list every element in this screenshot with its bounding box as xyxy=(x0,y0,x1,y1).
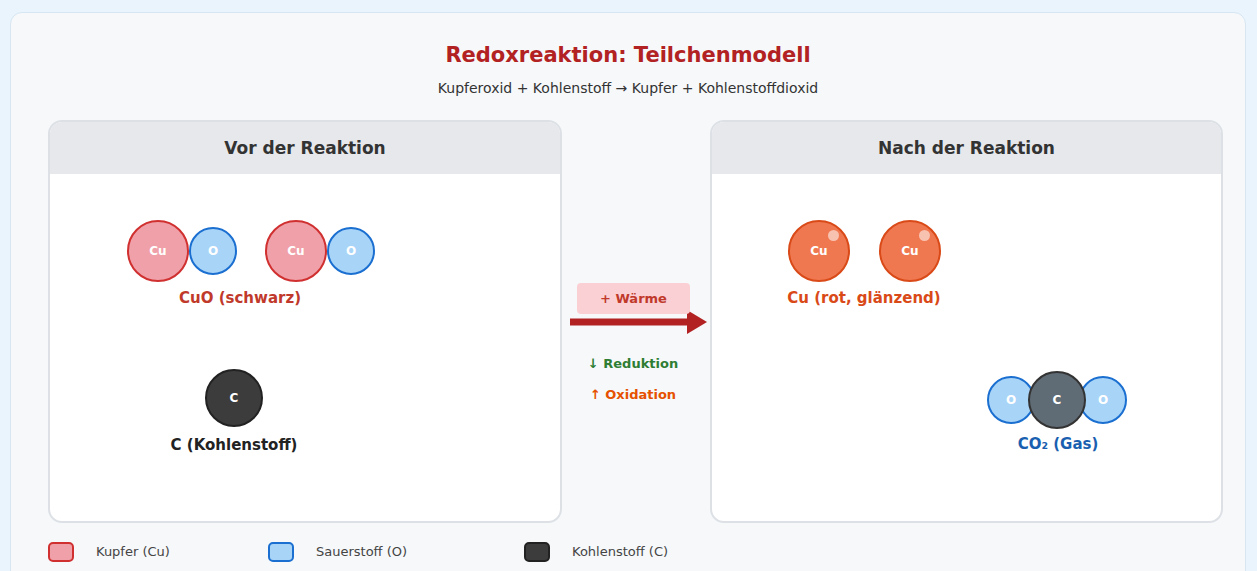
legend-swatch xyxy=(48,542,74,562)
panel-header: Vor der Reaktion xyxy=(50,122,560,174)
atom-circle: Cu xyxy=(788,220,850,282)
atom-circle: Cu xyxy=(879,220,941,282)
legend-text: Kohlenstoff (C) xyxy=(572,544,668,559)
atom-symbol: Cu xyxy=(810,244,827,258)
legend-swatch xyxy=(268,542,294,562)
atom-circle: O xyxy=(327,227,375,275)
shine-dot xyxy=(919,230,930,241)
atom-symbol: O xyxy=(1006,393,1016,407)
atom-symbol: C xyxy=(1053,393,1062,407)
diagram-title: Redoxreaktion: Teilchenmodell xyxy=(445,43,810,67)
heat-box: + Wärme xyxy=(577,283,690,314)
atom-circle: C xyxy=(1028,371,1086,429)
reaction-panel: Nach der ReaktionCu CuO C O xyxy=(710,120,1223,523)
substance-label: CO₂ (Gas) xyxy=(1018,435,1099,453)
reaction-panel: Vor der ReaktionCu O Cu O C xyxy=(48,120,562,523)
substance-label: Cu (rot, glänzend) xyxy=(787,289,940,307)
panel-title: Nach der Reaktion xyxy=(878,138,1055,158)
atom-symbol: O xyxy=(208,244,218,258)
substance-label: CuO (schwarz) xyxy=(179,289,301,307)
substance-label: C (Kohlenstoff) xyxy=(171,436,298,454)
legend-swatch xyxy=(524,542,550,562)
heat-label: + Wärme xyxy=(600,291,667,306)
atom-symbol: O xyxy=(1098,393,1108,407)
atom-symbol: Cu xyxy=(901,244,918,258)
subtitle-equation: Kupferoxid + Kohlenstoff → Kupfer + Kohl… xyxy=(438,80,818,96)
atom-symbol: C xyxy=(230,391,239,405)
atom-circle: O xyxy=(1079,376,1127,424)
panel-header: Nach der Reaktion xyxy=(712,122,1221,174)
process-label: ↓ Reduktion xyxy=(588,356,678,371)
shine-dot xyxy=(828,230,839,241)
atom-symbol: Cu xyxy=(149,244,166,258)
atom-circle: C xyxy=(205,369,263,427)
atom-circle: Cu xyxy=(265,220,327,282)
atom-symbol: Cu xyxy=(287,244,304,258)
panel-title: Vor der Reaktion xyxy=(224,138,385,158)
legend-text: Sauerstoff (O) xyxy=(316,544,407,559)
atom-symbol: O xyxy=(346,244,356,258)
process-label: ↑ Oxidation xyxy=(590,387,676,402)
legend-text: Kupfer (Cu) xyxy=(96,544,170,559)
atom-circle: O xyxy=(189,227,237,275)
atom-circle: Cu xyxy=(127,220,189,282)
